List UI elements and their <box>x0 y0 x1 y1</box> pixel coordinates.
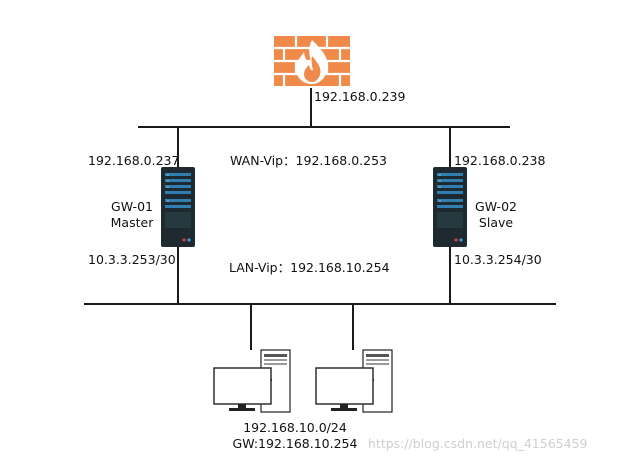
server-icon-gw02 <box>433 167 467 247</box>
gw02-wan-ip-label: 192.168.0.238 <box>454 153 546 168</box>
network-links <box>84 88 556 350</box>
wan-vip-label: WAN-Vip：192.168.0.253 <box>230 153 387 168</box>
watermark: https://blog.csdn.net/qq_41565459 <box>368 436 588 451</box>
client-subnet-label: 192.168.10.0/24 <box>243 420 347 435</box>
gw02-name-label: GW-02 <box>475 199 517 214</box>
gw01-role-label: Master <box>110 215 154 230</box>
server-icon-gw01 <box>161 167 195 247</box>
gw01-lan-ip-label: 10.3.3.253/30 <box>88 252 176 267</box>
desktop-pc-icon-1 <box>213 349 291 413</box>
gw01-name-label: GW-01 <box>111 199 153 214</box>
client-gateway-label: GW:192.168.10.254 <box>232 436 358 451</box>
gw01-wan-ip-label: 192.168.0.237 <box>88 153 180 168</box>
firewall-icon <box>274 36 350 86</box>
lan-vip-label: LAN-Vip：192.168.10.254 <box>229 260 390 275</box>
gw02-lan-ip-label: 10.3.3.254/30 <box>454 252 542 267</box>
gw02-role-label: Slave <box>478 215 514 230</box>
desktop-pc-icon-2 <box>315 349 393 413</box>
firewall-ip-label: 192.168.0.239 <box>314 89 406 104</box>
